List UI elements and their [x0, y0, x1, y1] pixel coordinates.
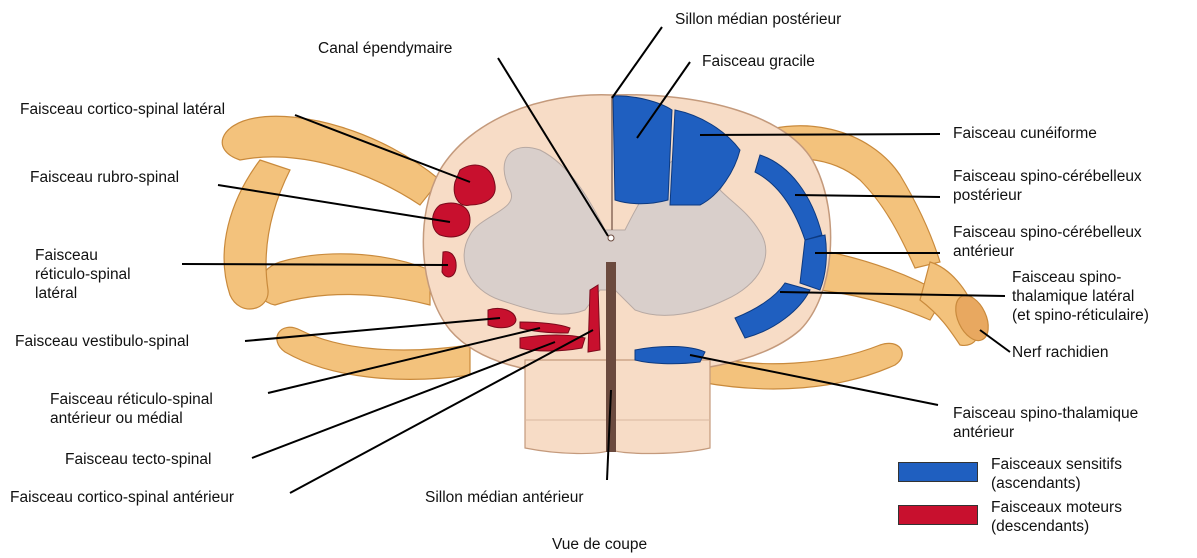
anterior-corticospinal [588, 285, 600, 352]
legend-swatch-sensitive [898, 462, 978, 482]
anterior-median-fissure [606, 262, 616, 452]
label-cortico-spinal-lateral: Faisceau cortico-spinal latéral [20, 100, 225, 119]
label-tecto-spinal: Faisceau tecto-spinal [65, 450, 211, 469]
label-reticulo-spinal-lateral: Faisceau réticulo-spinal latéral [35, 246, 131, 303]
label-spino-thalamique-anterieur: Faisceau spino-thalamique antérieur [953, 404, 1138, 442]
label-vestibulo-spinal: Faisceau vestibulo-spinal [15, 332, 189, 351]
label-faisceau-gracile: Faisceau gracile [702, 52, 815, 71]
central-canal [608, 235, 614, 241]
caption-vue-de-coupe: Vue de coupe [552, 535, 647, 554]
label-sillon-median-posterieur: Sillon médian postérieur [675, 10, 841, 29]
label-canal-ependymaire: Canal épendymaire [318, 39, 452, 58]
anterior-funiculus-block [525, 360, 710, 454]
label-nerf-rachidien: Nerf rachidien [1012, 343, 1109, 362]
label-sillon-median-anterieur: Sillon médian antérieur [425, 488, 584, 507]
label-cortico-spinal-anterieur: Faisceau cortico-spinal antérieur [10, 488, 234, 507]
legend-label-motor: Faisceaux moteurs (descendants) [991, 498, 1122, 536]
label-rubro-spinal: Faisceau rubro-spinal [30, 168, 179, 187]
fasciculus-gracilis [613, 96, 672, 204]
lateral-corticospinal [454, 165, 495, 205]
label-reticulo-spinal-anterieur: Faisceau réticulo-spinal antérieur ou mé… [50, 390, 213, 428]
label-spino-cerebelleux-posterieur: Faisceau spino-cérébelleux postérieur [953, 167, 1142, 205]
label-faisceau-cuneiforme: Faisceau cunéiforme [953, 124, 1097, 143]
legend-swatch-motor [898, 505, 978, 525]
label-spino-cerebelleux-anterieur: Faisceau spino-cérébelleux antérieur [953, 223, 1142, 261]
legend-label-sensitive: Faisceaux sensitifs (ascendants) [991, 455, 1122, 493]
label-spino-thalamique-lateral: Faisceau spino- thalamique latéral (et s… [1012, 268, 1149, 325]
